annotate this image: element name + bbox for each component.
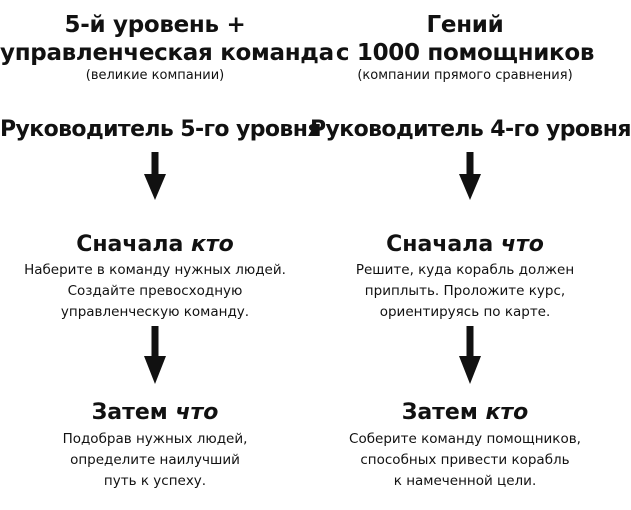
left-step2-word: Затем — [91, 400, 168, 425]
right-step1-line-3: ориентируясь по карте. — [379, 304, 551, 320]
left-step1-line-1: Наберите в команду нужных людей. — [24, 262, 286, 278]
left-step1-description: Наберите в команду нужных людей. Создайт… — [0, 260, 310, 323]
right-subtitle: (компании прямого сравнения) — [357, 68, 573, 83]
left-step2-title: Затем что — [0, 399, 310, 427]
right-step1-title: Сначала что — [310, 231, 620, 259]
left-step1-line-3: управленческую команду. — [60, 304, 250, 320]
arrow-down-icon — [459, 326, 481, 384]
right-step2-description: Соберите команду помощников, способных п… — [310, 429, 620, 492]
right-step1-line-2: приплыть. Проложите курс, — [364, 283, 566, 299]
right-step1-description: Решите, куда корабль должен приплыть. Пр… — [310, 260, 620, 323]
right-step1-word: Сначала — [386, 232, 494, 257]
left-step2-line-2: определите наилучший — [70, 452, 240, 468]
left-step1-line-2: Создайте превосходную — [67, 283, 243, 299]
arrow-down-icon — [459, 152, 481, 200]
arrow-down-icon — [144, 152, 166, 200]
right-step1-line-1: Решите, куда корабль должен — [355, 262, 575, 278]
right-leader-label: Руководитель 4-го уровня — [310, 117, 631, 142]
left-subtitle: (великие компании) — [85, 68, 225, 83]
left-step2-line-1: Подобрав нужных людей, — [62, 431, 248, 447]
right-heading-line-1: Гений — [426, 12, 504, 38]
right-step2-line-2: способных привести корабль — [360, 452, 570, 468]
left-step2-emphasis: что — [175, 400, 219, 425]
left-step2-description: Подобрав нужных людей, определите наилуч… — [0, 429, 310, 492]
right-heading-line-2: с 1000 помощников — [335, 40, 595, 66]
right-step1-emphasis: что — [500, 232, 544, 257]
right-step2-emphasis: кто — [485, 400, 529, 425]
right-step2-word: Затем — [401, 400, 478, 425]
left-step2-line-3: путь к успеху. — [103, 473, 207, 489]
left-leader-label: Руководитель 5-го уровня — [0, 117, 321, 142]
right-column: Гений с 1000 помощников (компании прямог… — [310, 0, 631, 510]
arrow-down-icon — [144, 326, 166, 384]
left-heading-line-1: 5-й уровень + — [64, 12, 246, 38]
left-step1-emphasis: кто — [190, 232, 234, 257]
right-step2-line-3: к намеченной цели. — [393, 473, 537, 489]
left-column: 5-й уровень + управленческая команда (ве… — [0, 0, 334, 510]
left-step1-word: Сначала — [76, 232, 184, 257]
left-step1-title: Сначала кто — [0, 231, 310, 259]
right-step2-line-1: Соберите команду помощников, — [349, 431, 581, 447]
right-step2-title: Затем кто — [310, 399, 620, 427]
left-heading-line-2: управленческая команда — [0, 40, 334, 66]
